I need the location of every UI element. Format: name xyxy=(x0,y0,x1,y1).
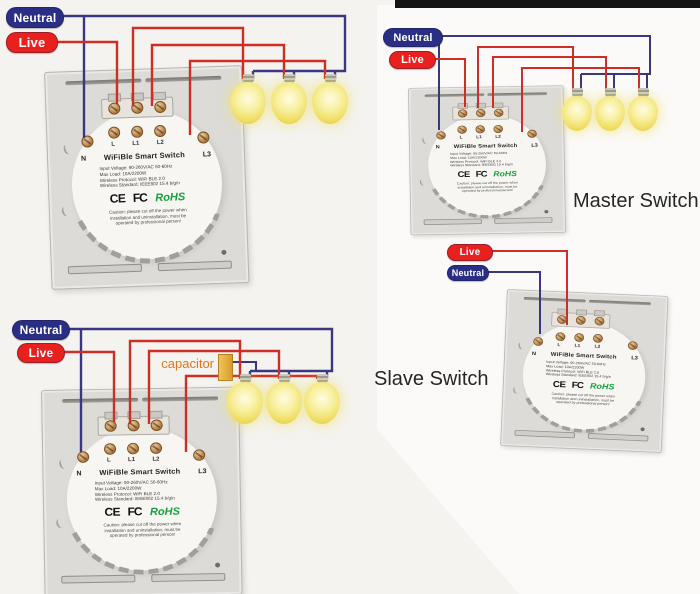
light-bulb xyxy=(271,74,307,124)
light-bulb xyxy=(595,88,625,131)
bulb-cap xyxy=(316,374,328,383)
diagram-right-wires xyxy=(434,35,651,334)
slave-switch-caption: Slave Switch xyxy=(374,368,489,390)
bulb-cap xyxy=(324,74,336,83)
capacitor-label: capacitor xyxy=(161,356,214,371)
neutral-label-pill: Neutral xyxy=(447,265,489,281)
bulb-cap xyxy=(604,88,616,97)
diagram-bottom-left-wires xyxy=(62,327,334,452)
bulb-glass xyxy=(595,96,625,131)
neutral-label-pill: Neutral xyxy=(6,7,64,28)
bulb-glass xyxy=(628,96,658,131)
neutral-label-pill: Neutral xyxy=(12,320,70,340)
light-bulb xyxy=(266,374,302,424)
live-label-pill: Live xyxy=(17,343,65,363)
bulb-glass xyxy=(266,382,302,424)
bulb-glass xyxy=(312,82,348,124)
bulb-cap xyxy=(239,374,251,383)
bulb-glass xyxy=(227,382,263,424)
master-switch-caption: Master Switch xyxy=(573,190,699,212)
bulb-cap xyxy=(571,88,583,97)
bulb-cap xyxy=(283,74,295,83)
bulb-cap xyxy=(242,74,254,83)
bulb-glass xyxy=(562,96,592,131)
bulb-glass xyxy=(271,82,307,124)
live-label-pill: Live xyxy=(6,32,58,53)
neutral-label-pill: Neutral xyxy=(383,28,443,47)
bulb-glass xyxy=(304,382,340,424)
light-bulb xyxy=(562,88,592,131)
light-bulb xyxy=(304,374,340,424)
light-bulb xyxy=(230,74,266,124)
bulb-cap xyxy=(637,88,649,97)
light-bulb xyxy=(312,74,348,124)
light-bulb xyxy=(628,88,658,131)
live-label-pill: Live xyxy=(389,51,436,69)
live-label-pill: Live xyxy=(447,244,493,261)
light-bulb xyxy=(227,374,263,424)
top-black-bar xyxy=(395,0,700,8)
bulb-glass xyxy=(230,82,266,124)
capacitor-component xyxy=(218,354,233,381)
bulb-cap xyxy=(278,374,290,383)
